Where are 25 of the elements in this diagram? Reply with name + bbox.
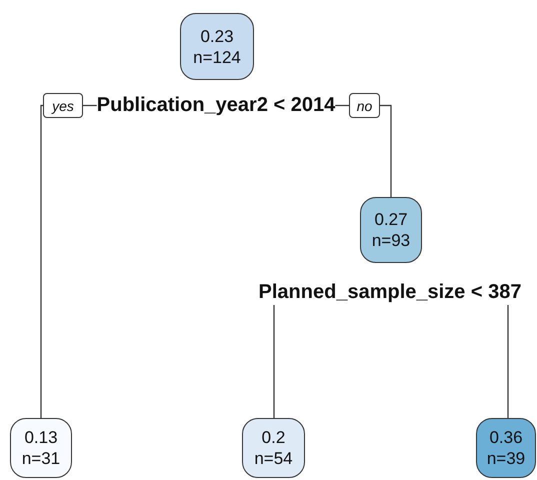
node-value: 0.27 [374, 209, 408, 230]
tree-branch-line [273, 305, 275, 418]
split-condition: Planned_sample_size < 387 [258, 280, 522, 304]
node-box [180, 13, 254, 80]
node-box [242, 418, 305, 478]
node-value: 0.2 [262, 427, 286, 448]
tree-branch-line [335, 104, 349, 106]
tree-branch-line [507, 305, 509, 418]
node-count: n=124 [193, 46, 241, 68]
branch-tag: yes [43, 93, 83, 118]
tree-branch-line [83, 104, 97, 106]
node-box [360, 197, 422, 263]
split-condition: Publication_year2 < 2014 [96, 93, 336, 118]
node-box [476, 418, 536, 478]
node-count: n=54 [254, 448, 293, 469]
node-value: 0.13 [24, 427, 58, 448]
node-value: 0.36 [489, 427, 523, 448]
node-count: n=39 [486, 448, 526, 469]
tree-branch-line [380, 104, 392, 197]
tree-branch-line [40, 104, 44, 418]
node-value: 0.23 [200, 26, 234, 46]
branch-tag: no [349, 93, 380, 118]
node-box [10, 418, 72, 478]
node-count: n=31 [22, 448, 60, 469]
node-count: n=93 [372, 230, 410, 251]
